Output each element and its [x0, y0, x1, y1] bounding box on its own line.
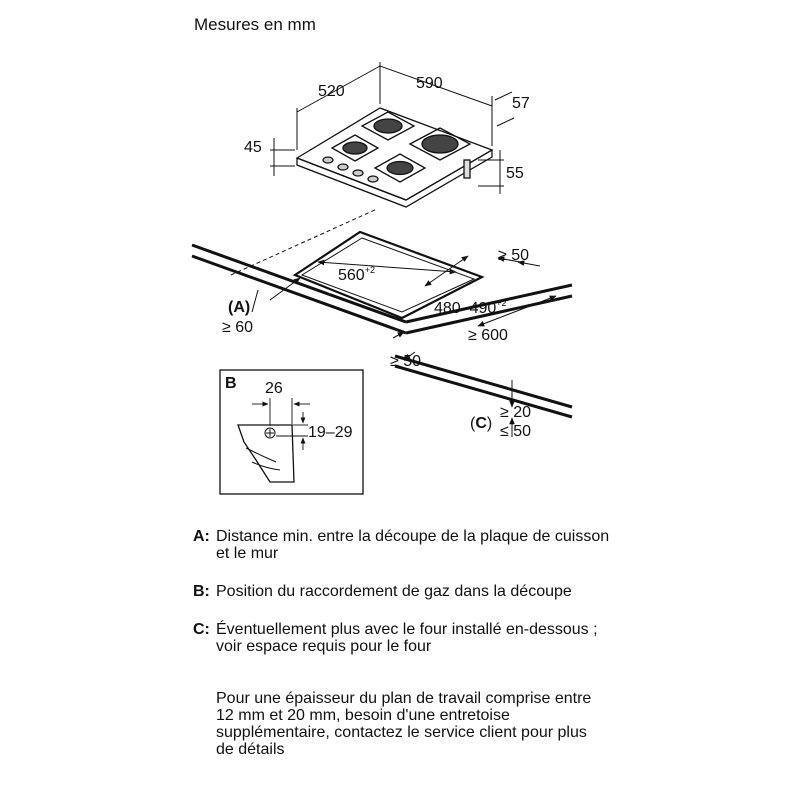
hob-drawing [295, 107, 494, 208]
dim-front-offset: 57 [512, 95, 530, 112]
legend-text: Position du raccordement de gaz dans la … [216, 583, 572, 600]
dim-gas-vertical: 19–29 [308, 424, 353, 441]
gas-connector [463, 159, 471, 179]
dim-back-clearance: ≥ 50 [498, 247, 529, 264]
legend-c: C: Éventuellement plus avec le four inst… [193, 621, 613, 655]
burner-rear-left [360, 111, 416, 141]
label-b: B [225, 375, 237, 392]
dim-front-clearance: ≥ 50 [390, 353, 421, 370]
gas-position-icon [264, 427, 276, 439]
dim-width: 590 [416, 75, 443, 92]
dim-wall-clearance: ≥ 60 [222, 319, 253, 336]
burner-rear-right [408, 127, 472, 161]
dim-oven-gap-max: ≤ 50 [500, 423, 531, 440]
dim-depth: 520 [318, 83, 345, 100]
control-knobs [322, 156, 379, 183]
label-c: (C) [470, 415, 492, 432]
burner-front-right [373, 153, 427, 183]
label-a: (A) [228, 299, 250, 316]
legend-key: C: [193, 621, 210, 638]
legend-text: Éventuellement plus avec le four install… [216, 621, 598, 655]
dim-side-clearance: ≥ 600 [468, 327, 508, 344]
hob-front-edge [296, 149, 493, 201]
worktop-cutout [230, 208, 485, 320]
worktop-note: Pour une épaisseur du plan de travail co… [216, 690, 592, 758]
legend-text: Distance min. entre la découpe de la pla… [216, 528, 610, 562]
dim-cutout-depth: 480–490+2 [434, 298, 507, 317]
diagram-title: Mesures en mm [194, 15, 316, 34]
legend-key: A: [193, 528, 210, 545]
dim-under-height: 55 [506, 165, 524, 182]
dim-gas-horizontal: 26 [265, 380, 283, 397]
dim-height: 45 [244, 139, 262, 156]
inset-b [219, 369, 364, 495]
dim-oven-gap-min: ≥ 20 [500, 404, 531, 421]
dim-cutout-width: 560+2 [338, 265, 375, 284]
legend-b: B: Position du raccordement de gaz dans … [193, 583, 613, 600]
legend-a: A: Distance min. entre la découpe de la … [193, 528, 613, 562]
burner-front-left [330, 134, 380, 162]
installation-diagram: Mesures en mm [191, 15, 573, 495]
legend-key: B: [193, 583, 210, 600]
